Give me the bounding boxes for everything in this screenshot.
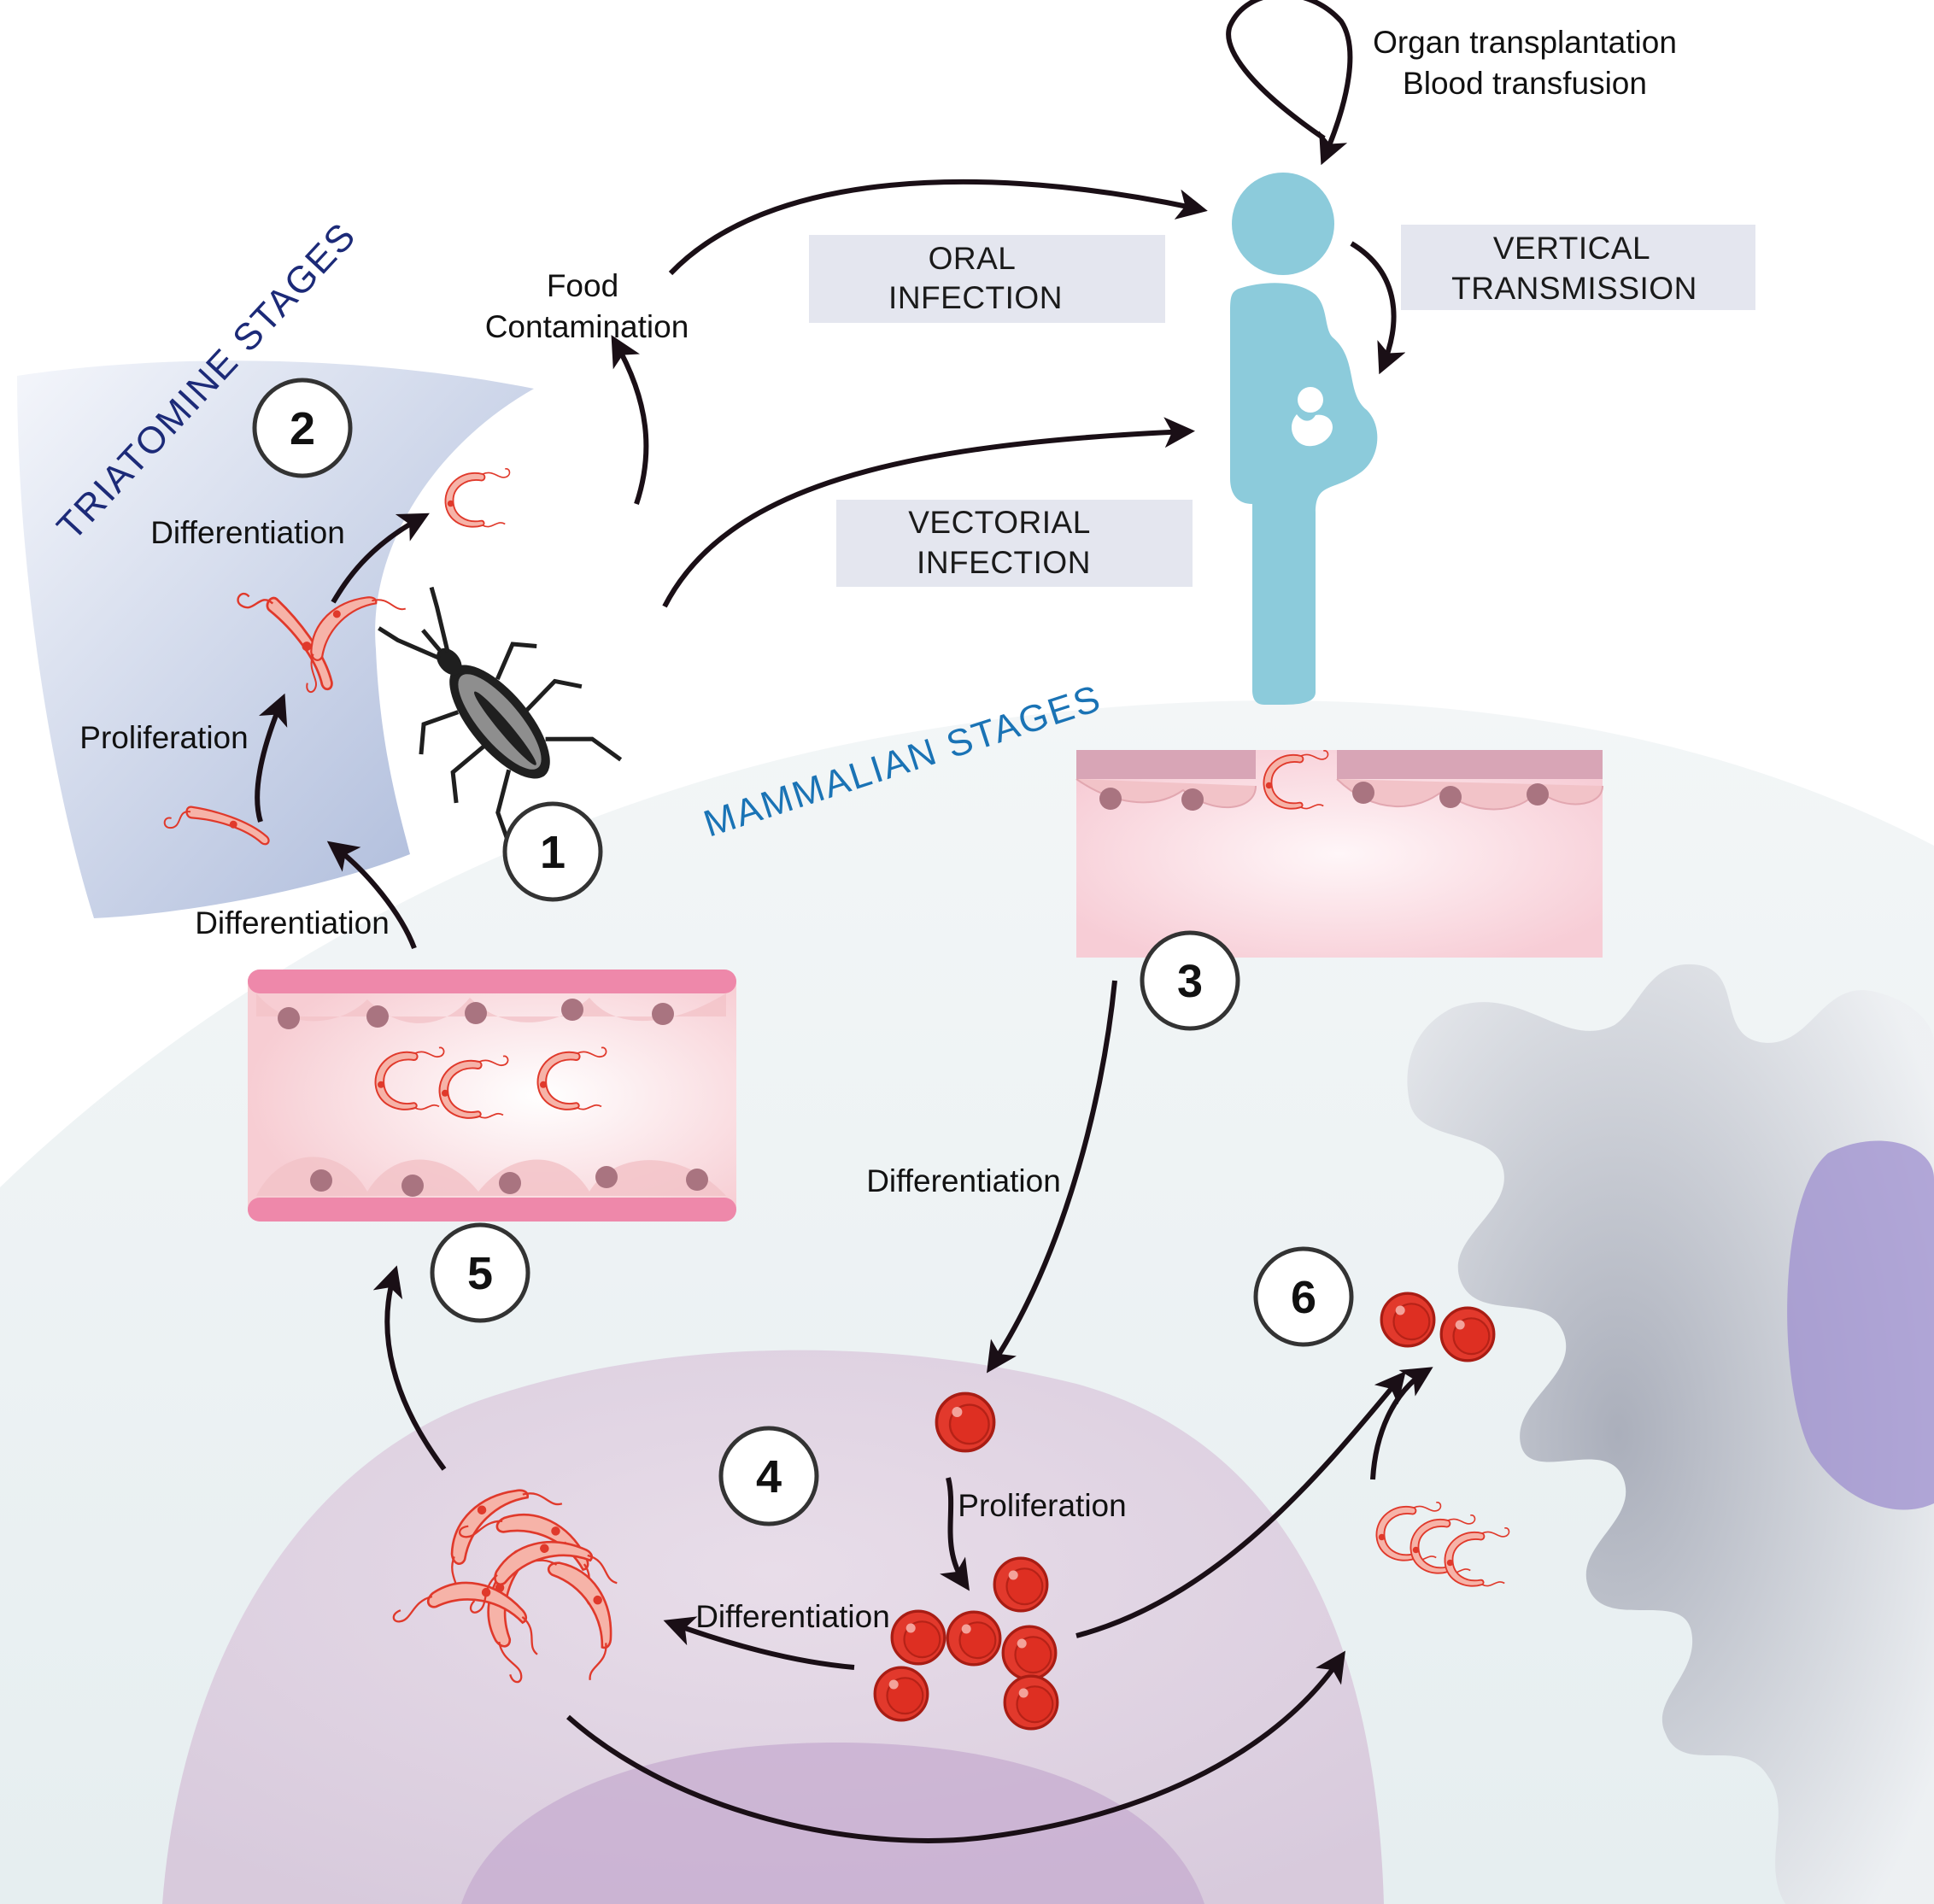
differentiation-label-skin: Differentiation (866, 1163, 1061, 1198)
step-4-badge: 4 (718, 1426, 819, 1526)
vectorial-infection-line-2: INFECTION (917, 545, 1091, 580)
food-label: Food (547, 268, 618, 303)
svg-text:5: 5 (467, 1248, 493, 1299)
fetus-icon (1291, 387, 1333, 447)
amastigote-single (935, 1391, 996, 1453)
macrophage-nucleus (1787, 1140, 1934, 1510)
blood-vessel (248, 970, 736, 1221)
oral-infection-box: ORAL INFECTION (809, 235, 1165, 323)
arrows (255, 0, 1433, 1843)
contamination-label: Contamination (485, 309, 689, 344)
svg-text:4: 4 (756, 1451, 782, 1503)
step-5-badge: 5 (430, 1222, 530, 1323)
step-3-badge: 3 (1140, 930, 1240, 1031)
step-1-badge: 1 (502, 801, 603, 902)
proliferation-label-cell: Proliferation (958, 1488, 1126, 1523)
svg-text:1: 1 (540, 827, 566, 878)
step-6-badge: 6 (1253, 1246, 1354, 1347)
differentiation-label-cell: Differentiation (695, 1599, 890, 1634)
pregnant-woman-icon (1230, 173, 1378, 705)
svg-text:2: 2 (290, 403, 315, 454)
vertical-transmission-line-1: VERTICAL (1493, 231, 1650, 266)
differentiation-label-insect: Differentiation (150, 515, 345, 550)
host-cell-nucleus (461, 1743, 1204, 1904)
oral-infection-line-1: ORAL (929, 241, 1017, 276)
svg-text:3: 3 (1177, 956, 1203, 1007)
step-2-badge: 2 (252, 378, 353, 478)
vectorial-infection-line-1: VECTORIAL (908, 505, 1091, 540)
oral-infection-line-2: INFECTION (888, 280, 1063, 315)
differentiation-label-to-insect: Differentiation (195, 905, 390, 940)
triatomine-zone (17, 360, 534, 919)
organ-transplantation-label: Organ transplantation (1373, 25, 1677, 60)
host-cell (162, 1350, 1384, 1904)
svg-text:6: 6 (1291, 1272, 1316, 1323)
vertical-transmission-box: VERTICAL TRANSMISSION (1401, 225, 1755, 310)
skin-tissue (1075, 749, 1603, 958)
vectorial-infection-box: VECTORIAL INFECTION (836, 500, 1193, 587)
blood-transfusion-label: Blood transfusion (1403, 66, 1647, 101)
vertical-transmission-line-2: TRANSMISSION (1451, 271, 1697, 306)
proliferation-label-insect: Proliferation (79, 720, 248, 755)
triatomine-bug-icon (378, 586, 623, 848)
